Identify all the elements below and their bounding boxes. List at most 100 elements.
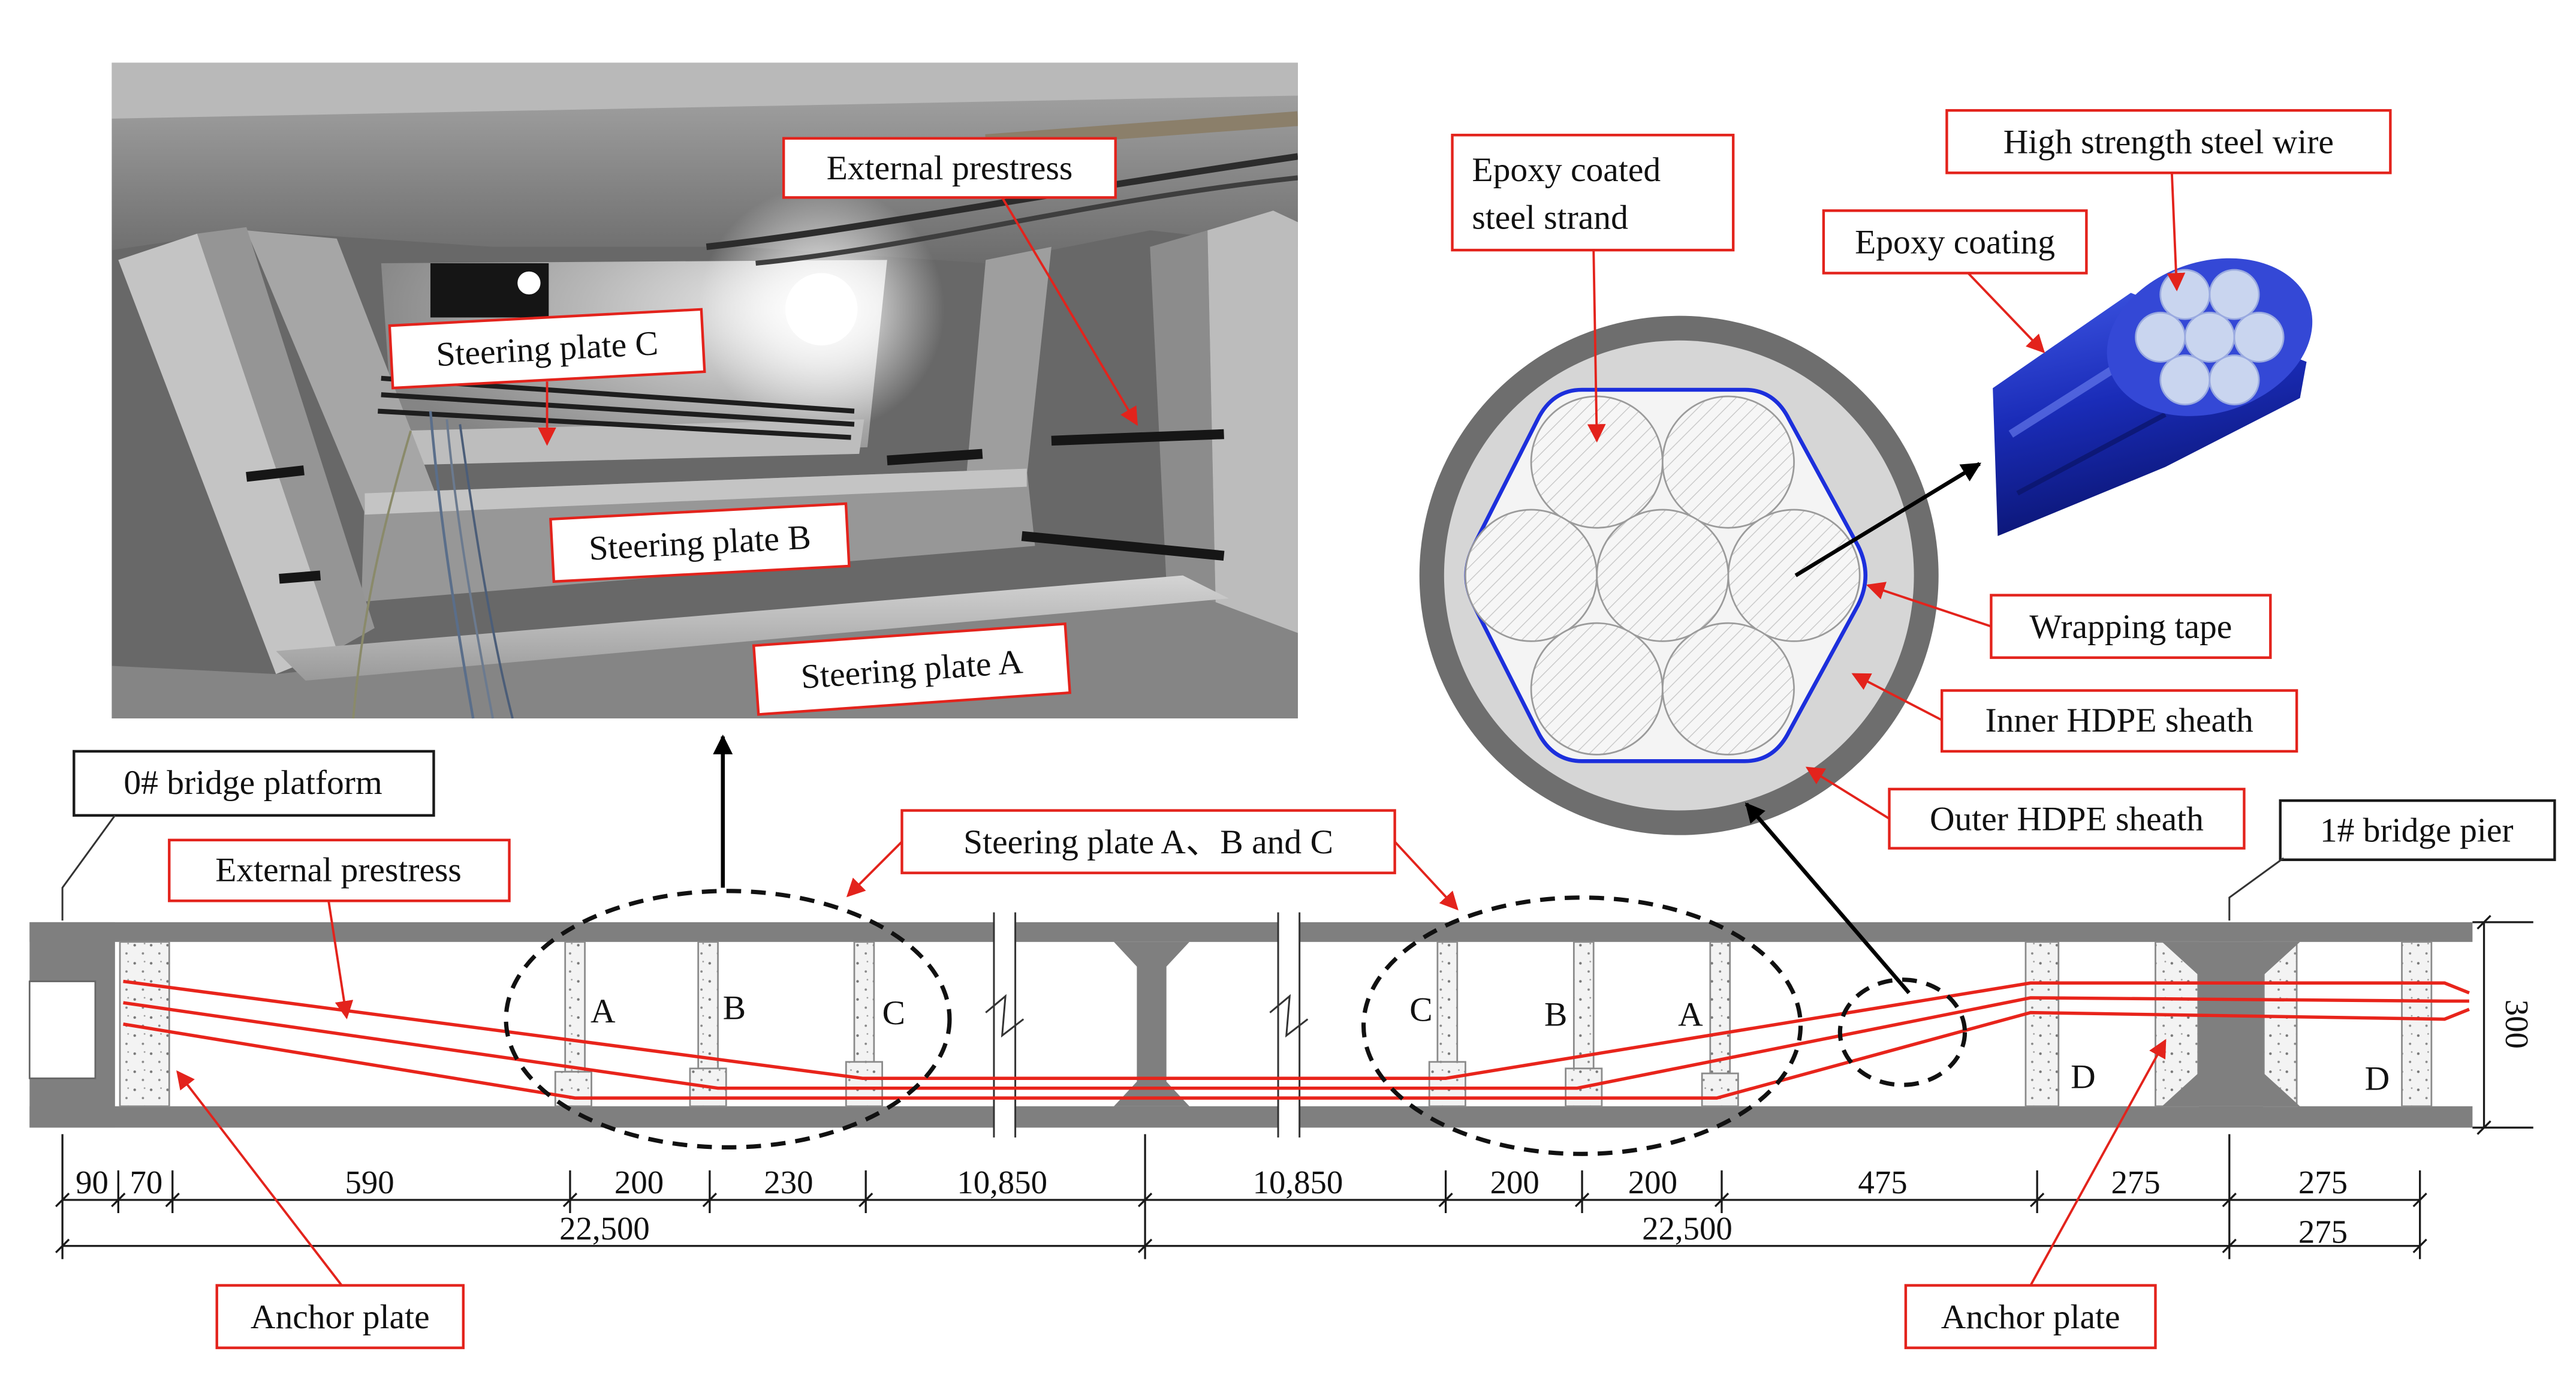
label-text: 0# bridge platform (123, 764, 382, 802)
strand-wire-bottom-right (1661, 622, 1795, 756)
plate-letter-b-right: B (1544, 996, 1567, 1034)
wire-end-1 (2233, 311, 2285, 363)
dimension-275-row2: 275 (2298, 1213, 2348, 1250)
plate-letter-c-right: C (1409, 991, 1432, 1028)
epoxy-coating-arrow (1967, 272, 2045, 354)
dimension-90: 90 (76, 1164, 109, 1201)
girder-elevation: A B C C B A D D (28, 889, 2473, 1156)
dimension-22500-right: 22,500 (1642, 1210, 1733, 1247)
photo-tendon-left-2 (381, 392, 855, 427)
plate-letter-a-right: A (1678, 996, 1703, 1034)
label-text: 1# bridge pier (2320, 812, 2514, 850)
outer-hdpe-sheath-arrow (1805, 766, 1890, 820)
photo-external-prestress-arrow (1001, 197, 1138, 426)
steering-plate-a-right (1709, 941, 1731, 1075)
label-text: Epoxy coating (1855, 224, 2055, 261)
photo-cable-2 (755, 175, 1298, 266)
photo-steering-plate-b-top (364, 468, 1027, 515)
left-end-opening (28, 980, 97, 1079)
photo-tendon-right-1 (1051, 429, 1224, 446)
break-gap (1278, 912, 1300, 1138)
label-text-line-1: Epoxy coated (1472, 151, 1661, 189)
steering-plate-d (2024, 941, 2060, 1108)
bridge-pier-leader (2228, 857, 2285, 921)
wire-end-center (2184, 311, 2235, 363)
dimension-200-left: 200 (614, 1164, 664, 1201)
photo-lamp (785, 273, 858, 346)
photo-hanging-cable-4 (352, 430, 412, 719)
photo-tendon-right-3 (887, 449, 983, 466)
strand-groove (2016, 412, 2167, 496)
break-gap (993, 912, 1016, 1138)
height-dimension-value: 300 (2499, 1000, 2535, 1049)
dimension-10850-right: 10,850 (1253, 1164, 1343, 1201)
label-box (168, 838, 511, 902)
strand-wire-top-right (1661, 395, 1795, 529)
photo-label-steering-plate-b: Steering plate B (549, 502, 851, 583)
label-text: Wrapping tape (2029, 608, 2232, 646)
strand-wire-mid-left (1465, 509, 1598, 642)
label-box (215, 1284, 465, 1349)
break-symbol-left (985, 912, 1025, 1138)
callout-ellipse-right (1361, 895, 1803, 1156)
steering-plate-a-left (564, 941, 586, 1073)
photo-label-steering-plate-c: Steering plate C (388, 308, 706, 390)
label-box (549, 502, 851, 583)
epoxy-strand-illustration (1993, 258, 2313, 536)
label-text-line-2: steel strand (1472, 198, 1628, 236)
label-box (1904, 1284, 2157, 1349)
photo-tendon-right-2 (1021, 531, 1225, 561)
height-dimension: 300 (2472, 914, 2535, 1135)
label-external-prestress: External prestress (168, 838, 511, 902)
dimension-590: 590 (345, 1164, 394, 1201)
steering-plate-b-right (1572, 941, 1595, 1070)
wrapping-tape-arrow (1866, 582, 1992, 628)
dimension-475: 475 (1858, 1164, 1907, 1201)
photo-near-right-post (1207, 210, 1298, 633)
bottom-flange (29, 1106, 2473, 1128)
bridge-pier-diaphragm (2162, 941, 2300, 1106)
photo-tendon-stub-1 (246, 465, 305, 482)
break-lines (1269, 912, 1309, 1138)
wire-end-4 (2135, 311, 2186, 363)
photo-middle-left-post (246, 230, 436, 513)
prestress-tendon-3 (123, 1007, 2470, 1100)
wire-end-5 (2159, 354, 2211, 406)
photo-cable-1 (706, 153, 1298, 251)
anchor-plate-right-arrow (2029, 1039, 2167, 1286)
photo-tendon-left-3 (378, 408, 851, 440)
label-box (900, 809, 1396, 874)
anchor-plate-left-arrow (176, 1070, 343, 1286)
dimension-200-right-1: 200 (1490, 1164, 1539, 1201)
label-text: Anchor plate (1941, 1298, 2120, 1336)
label-text: Inner HDPE sheath (1985, 702, 2253, 739)
photo-hanging-cable-2 (445, 419, 495, 719)
dimension-230: 230 (764, 1164, 813, 1201)
break-lines (985, 912, 1025, 1138)
callout-ellipse-left (504, 889, 952, 1150)
label-epoxy-coating: Epoxy coating (1822, 209, 2088, 275)
dimension-22500-left: 22,500 (559, 1210, 650, 1247)
photo-tendon-stub-2 (279, 570, 321, 584)
label-text: High strength steel wire (2003, 123, 2334, 161)
label-box (2279, 799, 2556, 861)
photo-near-right-post-inner (1150, 230, 1216, 609)
tendon-to-section-arrow (1745, 802, 1911, 994)
label-box (752, 622, 1072, 716)
dimension-extension-lines (61, 1134, 2421, 1259)
photo-middle-right-post (966, 246, 1052, 480)
photo-near-left-post-inner (197, 227, 375, 649)
callout-circle-tendon (1837, 977, 1968, 1087)
prestress-tendon-2 (123, 996, 2469, 1090)
label-inner-hdpe-sheath: Inner HDPE sheath (1941, 689, 2298, 753)
middle-diaphragm (1114, 941, 1190, 1106)
label-box (388, 308, 706, 390)
tendon-cross-section (1419, 315, 1939, 835)
external-prestress-arrow (327, 900, 354, 1019)
photo-steering-plate-a-beam (276, 575, 1229, 681)
photo-label-steering-plate-a: Steering plate A (752, 622, 1072, 716)
photo-label-external-prestress: External prestress (782, 137, 1117, 199)
dimension-70: 70 (130, 1164, 163, 1201)
label-bridge-pier: 1# bridge pier (2279, 799, 2556, 861)
photo-ceiling-highlight (112, 62, 1298, 119)
